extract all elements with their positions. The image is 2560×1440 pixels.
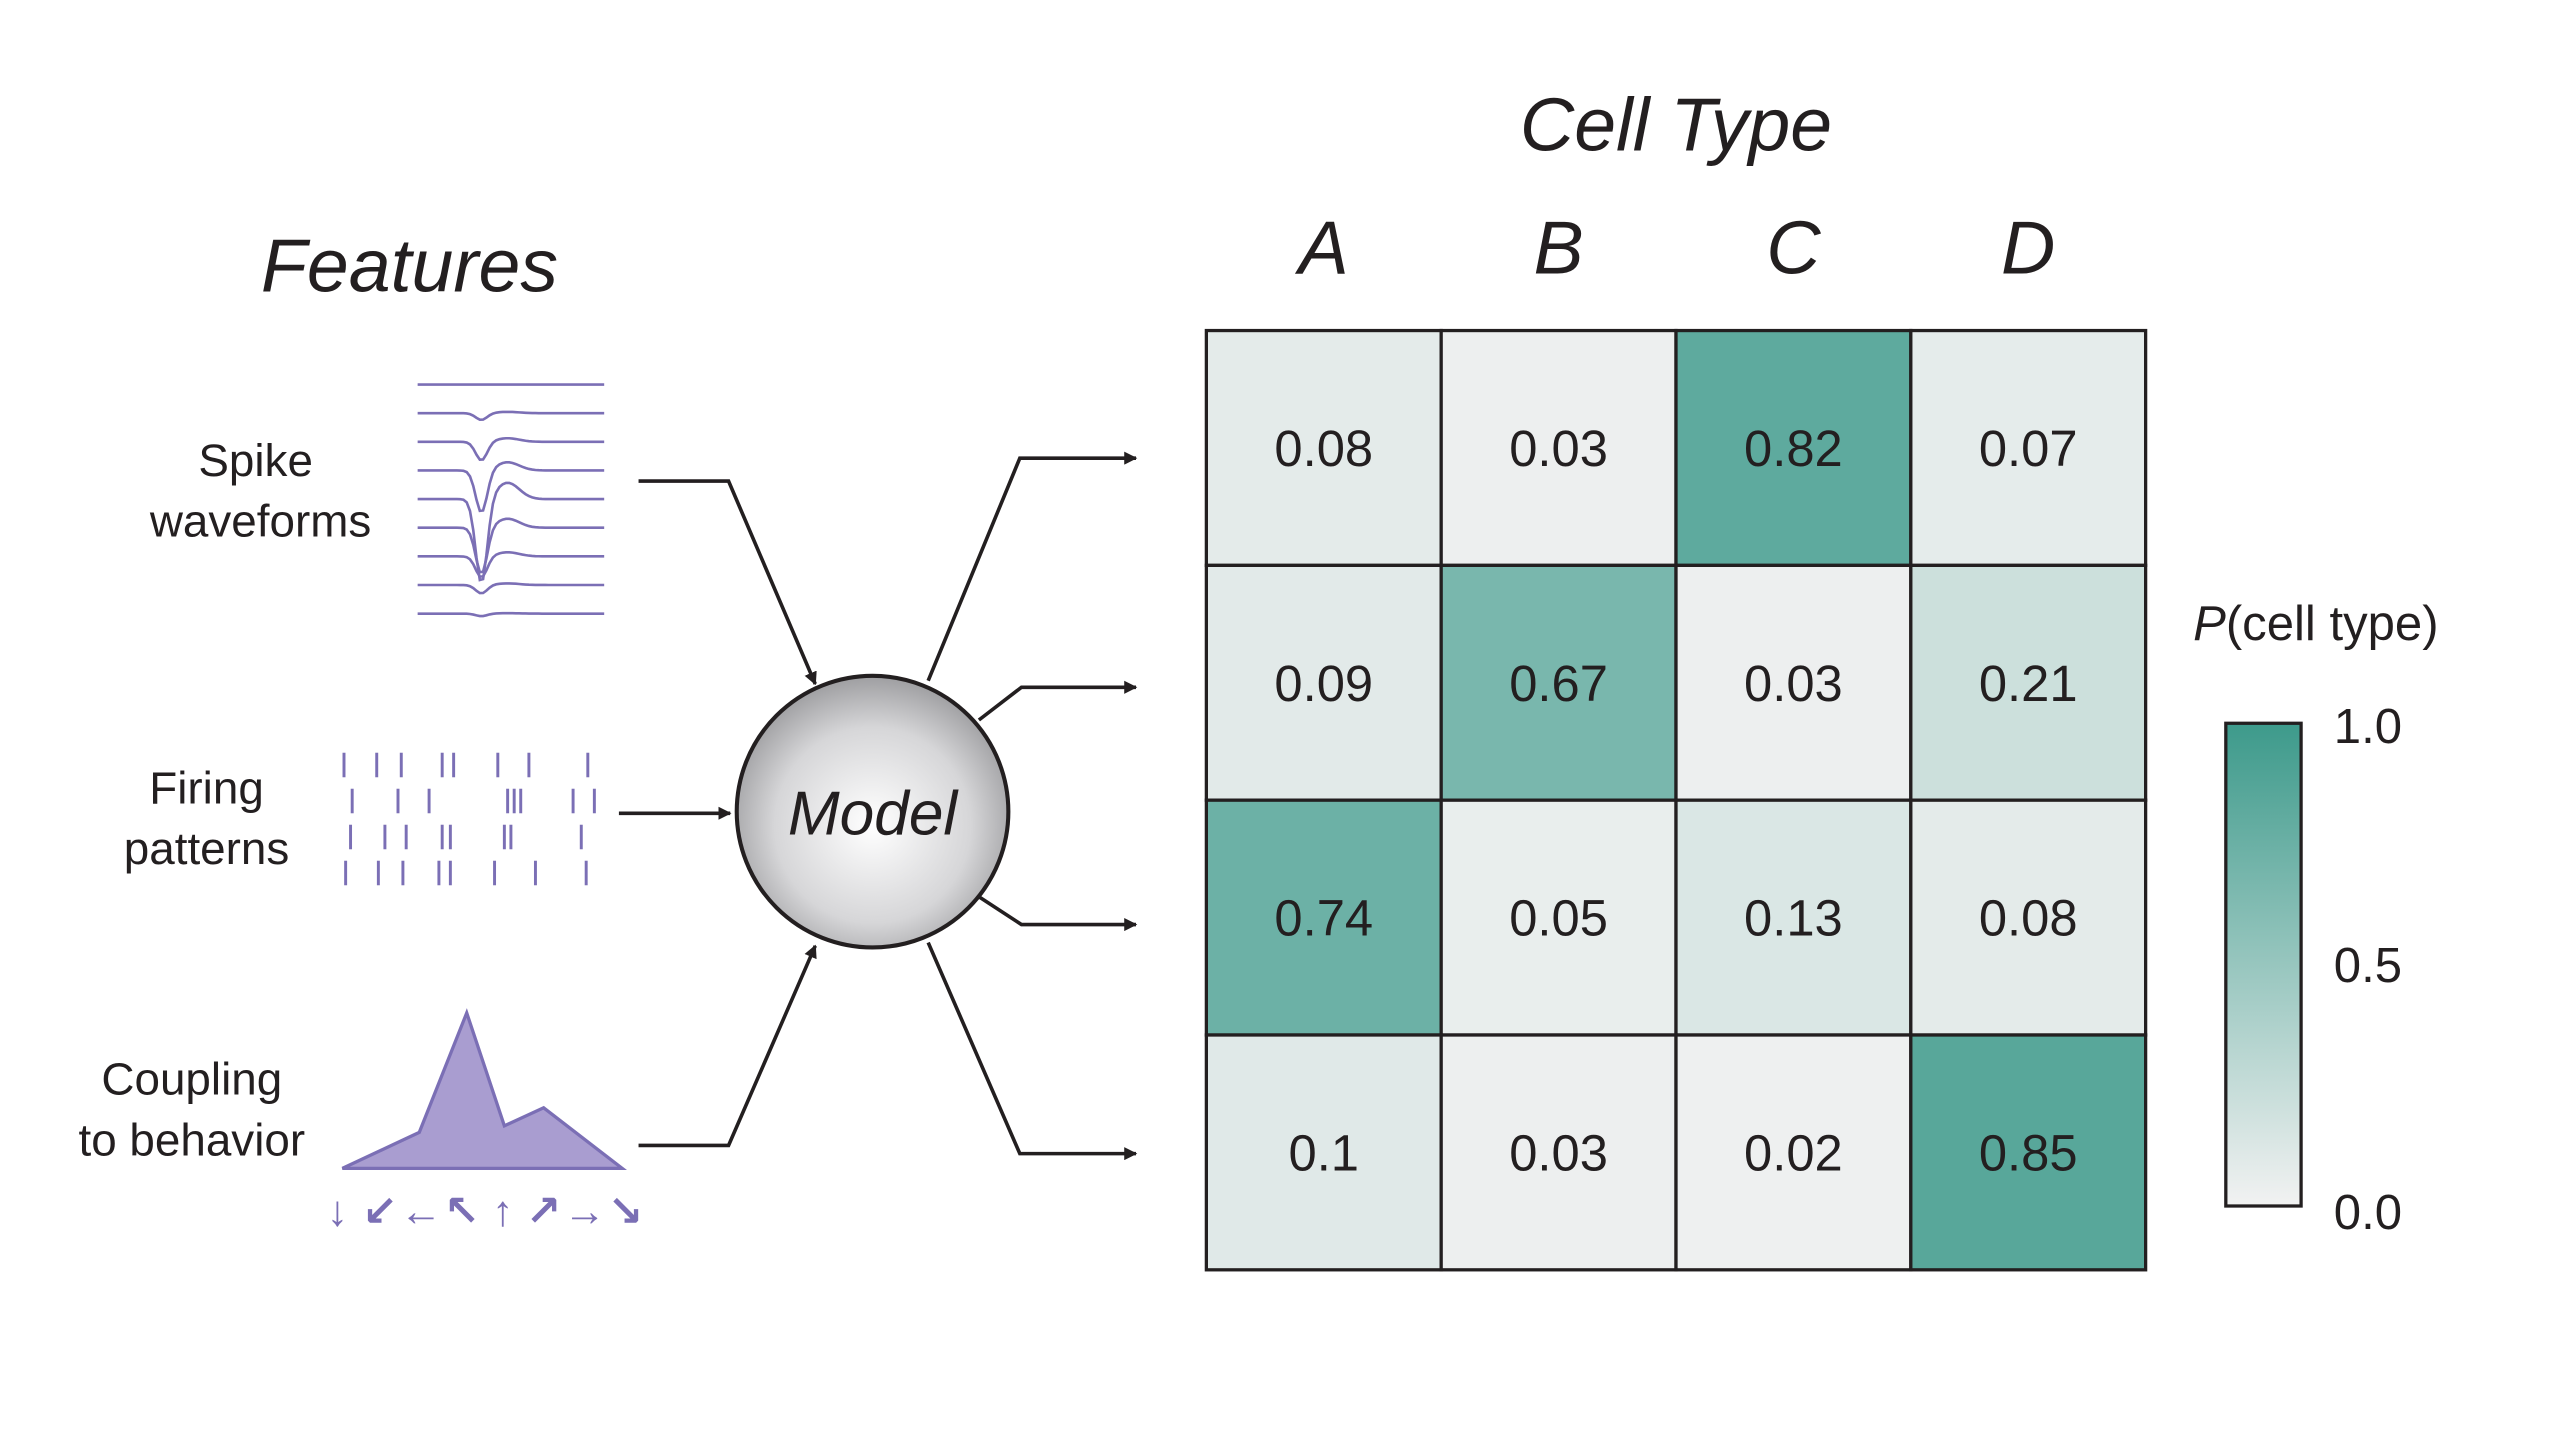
colorbar-tick-high: 1.0 (2334, 700, 2402, 754)
heatmap-cell-value: 0.08 (1979, 890, 2078, 947)
heatmap-cell (1204, 798, 1443, 1037)
model-node: Model (734, 673, 1011, 950)
direction-arrow-icon: ↖ (444, 1188, 480, 1236)
arrow-coupling-to-model (638, 944, 817, 1148)
heatmap-cell-value: 0.13 (1744, 890, 1843, 947)
direction-arrow-icon: ↓ (327, 1188, 348, 1236)
feature-label-line1: Firing (149, 762, 264, 813)
feature-label-line1: Coupling (101, 1054, 282, 1105)
direction-arrow-icon: ↑ (492, 1188, 513, 1236)
heatmap-cell-value: 0.03 (1509, 420, 1608, 477)
colorbar-tick-low: 0.0 (2334, 1186, 2402, 1240)
feature-coupling-behavior: Coupling to behavior ↓ ↙←↖↑ ↗→↘ (79, 1008, 643, 1236)
heatmap-cell (1674, 1033, 1913, 1272)
feature-label-line2: to behavior (79, 1114, 306, 1165)
heatmap-cell-value: 0.03 (1744, 655, 1843, 712)
waveform-trace (417, 461, 605, 513)
arrow-model-to-row-2 (977, 680, 1138, 722)
heatmap: 0.08 0.03 0.82 0.07 0.09 0.67 0.03 0.21 0.74 0.05… (1204, 328, 2148, 1272)
arrow-model-to-row-3 (977, 895, 1138, 932)
model-circle (734, 673, 1011, 950)
waveform-traces-icon (417, 383, 605, 618)
heatmap-cell-value: 0.21 (1979, 655, 2078, 712)
waveform-trace (417, 481, 605, 582)
colorbar-gradient (2224, 721, 2303, 1208)
heatmap-cell-value: 0.07 (1979, 420, 2078, 477)
colorbar-tick-mid: 0.5 (2334, 939, 2402, 993)
spike-raster-icon (342, 752, 596, 886)
colorbar-title-italic: P (2193, 597, 2226, 651)
heatmap-cell-value: 0.03 (1509, 1124, 1608, 1181)
direction-arrow-icon: ↗ (526, 1188, 562, 1236)
column-header-d: D (2001, 205, 2055, 289)
feature-label-line2: waveforms (149, 496, 371, 547)
column-headers: A B C D (1295, 205, 2056, 289)
direction-arrow-icon: → (563, 1188, 606, 1236)
feature-label-line2: patterns (124, 823, 289, 874)
feature-spike-waveforms: Spike waveforms (149, 383, 605, 618)
arrow-model-to-row-4 (926, 941, 1138, 1161)
direction-arrows-icon: ↓ ↙←↖↑ ↗→↘ (327, 1188, 643, 1236)
feature-firing-patterns: Firing patterns (124, 752, 596, 886)
heatmap-cell-value: 0.08 (1274, 420, 1373, 477)
heatmap-cell (1204, 563, 1443, 802)
heatmap-cell (1204, 1033, 1443, 1272)
direction-arrow-icon: ↘ (608, 1188, 644, 1236)
waveform-trace (417, 582, 605, 595)
heatmap-cell (1909, 563, 2148, 802)
heatmap-cell (1674, 798, 1913, 1037)
heatmap-cell-value: 0.1 (1289, 1124, 1360, 1181)
heatmap-cell-value: 0.85 (1979, 1124, 2078, 1181)
column-header-c: C (1766, 205, 1821, 289)
heatmap-cell-value: 0.82 (1744, 420, 1843, 477)
feature-label-line1: Spike (198, 435, 313, 486)
heatmap-cell-value: 0.02 (1744, 1124, 1843, 1181)
heatmap-cell-value: 0.74 (1274, 890, 1373, 947)
waveform-trace (417, 517, 605, 574)
heatmap-cell-value: 0.05 (1509, 890, 1608, 947)
colorbar-title: P(cell type) (2193, 597, 2438, 651)
model-label: Model (788, 780, 960, 849)
waveform-trace (417, 410, 605, 421)
heatmap-cell (1439, 798, 1678, 1037)
colorbar-title-rest: (cell type) (2226, 597, 2439, 651)
column-header-b: B (1533, 205, 1583, 289)
heatmap-cell (1439, 328, 1678, 567)
arrow-spike-to-model (638, 479, 817, 686)
waveform-trace (417, 436, 605, 461)
output-arrows (926, 451, 1138, 1161)
colorbar: P(cell type) 1.0 0.5 0.0 (2193, 597, 2438, 1240)
arrow-model-to-row-1 (926, 451, 1138, 682)
heatmap-cell-value: 0.09 (1274, 655, 1373, 712)
direction-arrow-icon: ↙ (362, 1188, 398, 1236)
heatmap-cell (1674, 328, 1913, 567)
waveform-trace (417, 611, 605, 618)
input-arrows (618, 479, 817, 1148)
heatmap-cell-value: 0.67 (1509, 655, 1608, 712)
tuning-curve-icon (341, 1008, 627, 1170)
heatmap-cell (1204, 328, 1443, 567)
waveform-trace (417, 550, 605, 578)
features-title: Features (261, 223, 558, 307)
heatmap-cell (1909, 1033, 2148, 1272)
direction-arrow-icon: ← (400, 1188, 443, 1236)
column-header-a: A (1295, 205, 1349, 289)
cell-type-title: Cell Type (1520, 83, 1832, 167)
